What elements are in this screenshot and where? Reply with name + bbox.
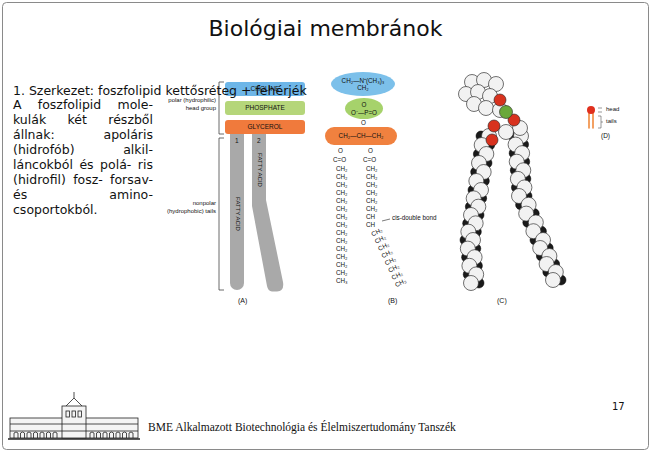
node-text: CH₂—CH—CH₂ [339,132,384,140]
bond-label: cis-double bond [392,214,436,222]
node-text: GLYCEROL [248,123,283,131]
body-text: A foszfolipid mole- kulák két részből ál… [13,97,153,217]
choline-blob: CH₂—N⁺(CH₃)₃CH₂ [331,72,395,96]
glycerol-blob: CH₂—CH—CH₂ [325,127,397,145]
university-logo [8,392,140,439]
node-text: CH₂ [357,84,369,92]
node-text: O⁻—P=O [351,109,377,117]
atom-label: C=O [363,156,376,164]
atom-label: O [368,147,373,155]
section-heading: 1. Szerkezet: foszfolipid kettősréteg + … [13,83,307,98]
head-group-box: PHOSPHATE [225,101,305,115]
icon-label: tails [606,118,617,125]
node-text: CH₂—N⁺(CH₃)₃ [342,77,385,85]
node-text: FATTY ACID [255,153,262,187]
panel-label: (A) [238,297,247,305]
leader-line [382,219,390,221]
atom-label: C=O [333,156,346,164]
page-number: 17 [612,401,625,413]
tail-bracket [219,138,224,290]
atom-label: O [361,119,366,127]
tail-number: 1 [235,137,239,145]
region-label: nonpolar (hydrophobic) tails [164,200,216,215]
tail-number: 2 [257,137,261,145]
footer-text: BME Alkalmazott Biotechnológia és Élelmi… [148,421,456,435]
node-text: FATTY ACID [233,197,240,231]
node-text: O [362,101,367,109]
fatty-acid-tail: FATTY ACID [252,134,285,292]
region-label: polar (hydrophilic) head group [164,97,216,112]
space-filling-model [459,73,567,291]
slide-border [3,3,649,450]
panel-label: (C) [497,297,507,305]
carbon-chain: CH₂ CH₂ CH₂ CH₂ CH₂ CH₂ CH₂ CH₂ CH₂ CH₂ … [336,165,348,285]
tail-shape [252,134,283,292]
head-group-box: GLYCEROL [225,120,305,134]
node-text: PHOSPHATE [245,104,285,112]
fatty-acid-tail: FATTY ACID [230,134,244,290]
icon-label: head [606,106,619,113]
carbon-chain: CH₂ CH₂ CH₂ CH₂ CH₂ CH₂ CH CH [366,165,378,229]
phosphate-blob: OO⁻—P=O [345,98,383,119]
lipid-icon [587,106,603,128]
atom-label: O [338,147,343,155]
slide-title: Biológiai membránok [0,16,651,41]
panel-label: (B) [388,297,397,305]
panel-label: (D) [601,132,610,140]
